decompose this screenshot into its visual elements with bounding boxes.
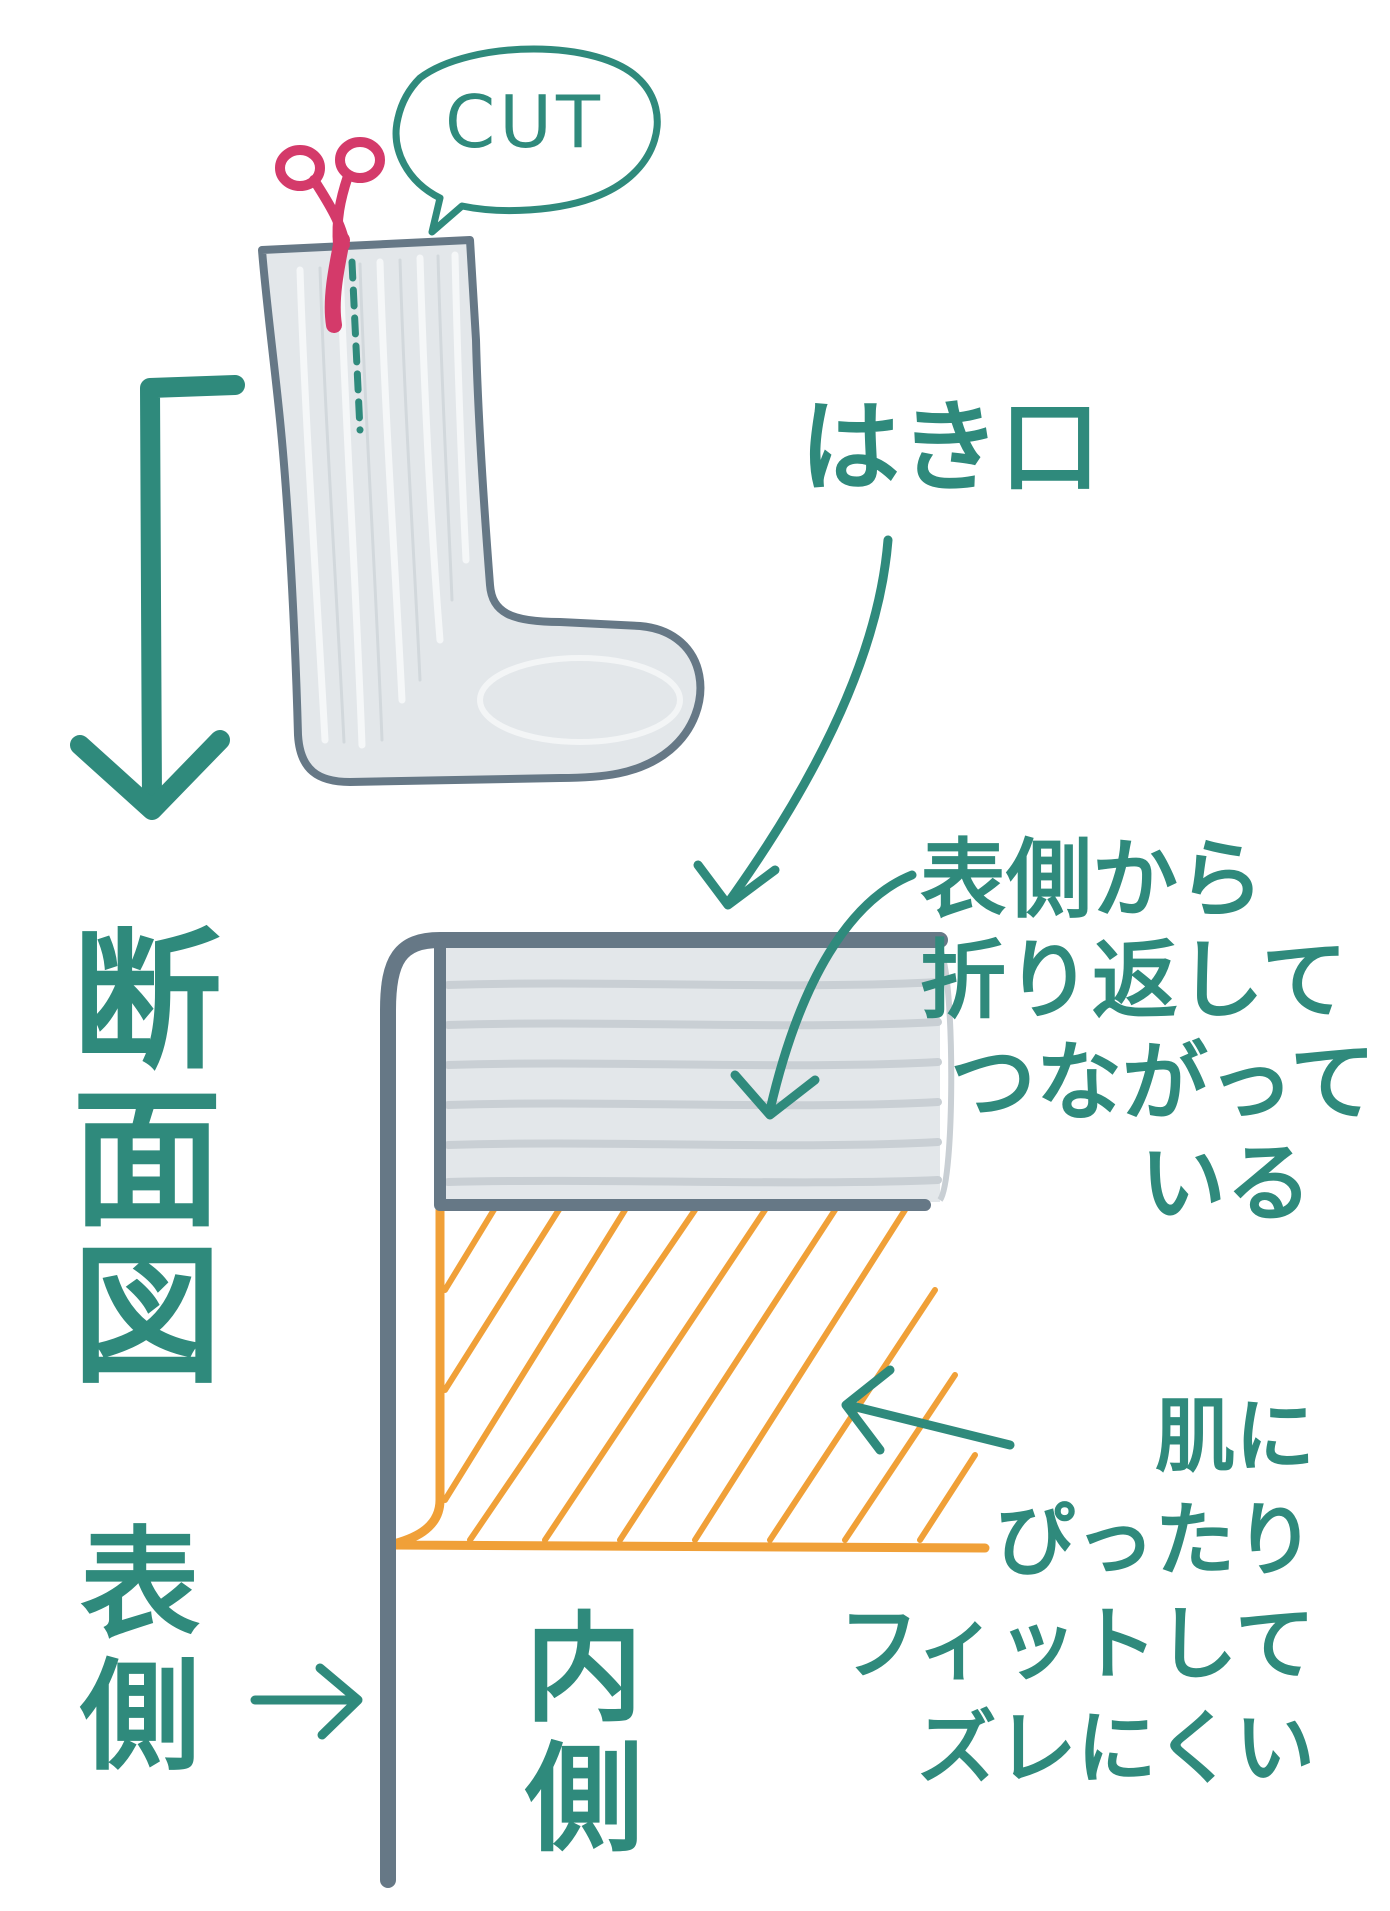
- fold-note-line: 折り返して: [920, 931, 1348, 1032]
- down-arrow-icon: [70, 375, 245, 820]
- cut-speech-bubble: [392, 45, 661, 236]
- cut-label: CUT: [445, 80, 604, 164]
- fit-note-line: ズレにくい: [916, 1702, 1315, 1795]
- fit-pointer-arrow: [841, 1365, 1015, 1455]
- section-title-char: 図: [72, 1231, 223, 1405]
- section-title-char: 面: [72, 1073, 223, 1248]
- inner-side-char: 側: [525, 1729, 644, 1868]
- fold-note: 表側から 折り返して つながって いる: [920, 830, 1376, 1236]
- fold-note-line: つながって: [950, 1032, 1376, 1133]
- outer-side-char: 側: [80, 1648, 200, 1787]
- inner-side-label: 内 側: [525, 1600, 644, 1868]
- outer-side-char: 表: [80, 1516, 200, 1655]
- opening-label: はき口: [800, 389, 1100, 506]
- fold-pointer-arrow: [730, 870, 917, 1120]
- outer-side-pointer-arrow: [250, 1663, 363, 1740]
- folded-band-section: [440, 940, 955, 1202]
- fold-note-line: 表側から: [920, 830, 1264, 930]
- outer-side-label: 表 側: [80, 1520, 200, 1784]
- section-title: 断 面 図: [72, 916, 223, 1405]
- fold-note-line: いる: [1140, 1134, 1312, 1235]
- fit-note-line: フィットして: [839, 1598, 1315, 1691]
- fit-note-line: 肌に: [1155, 1390, 1315, 1483]
- inner-side-char: 内: [525, 1600, 644, 1738]
- sock-illustration: [258, 236, 705, 786]
- fit-note: 肌に ぴったり フィットして ズレにくい: [795, 1385, 1315, 1801]
- sock-fabric-outline: [380, 932, 948, 1888]
- section-title-char: 断: [72, 916, 223, 1090]
- scissors-icon: [275, 137, 385, 333]
- opening-pointer-arrow: [693, 535, 893, 910]
- fit-note-line: ぴったり: [995, 1494, 1315, 1587]
